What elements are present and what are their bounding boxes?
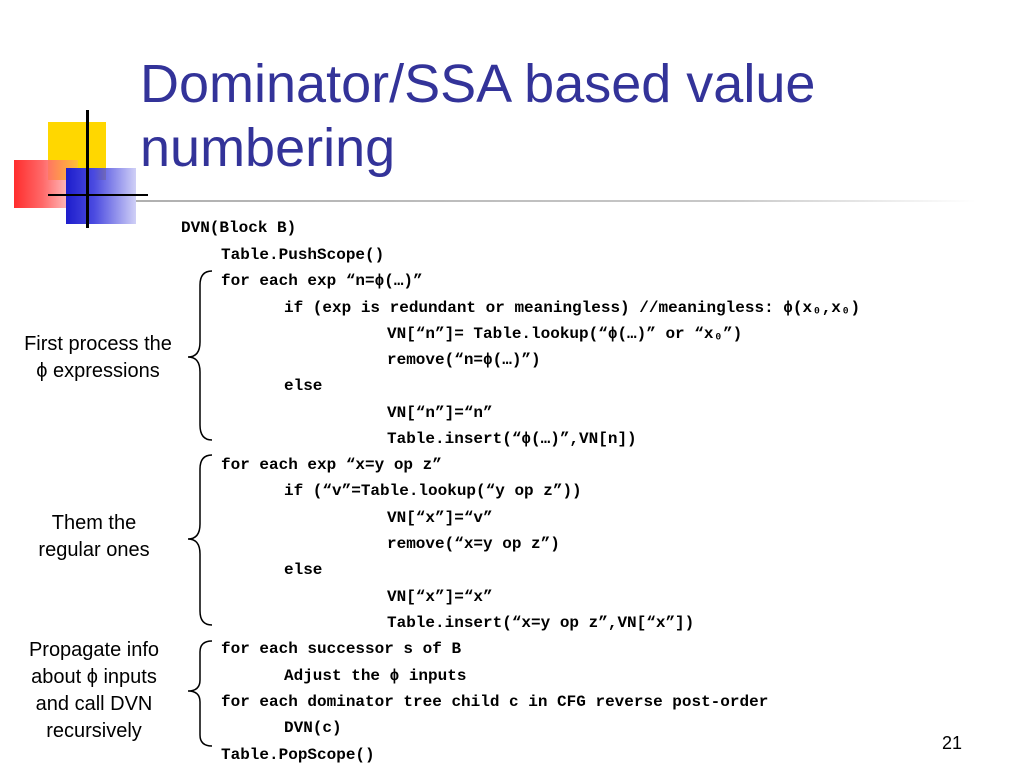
code-line: else <box>284 377 323 395</box>
annotation-line: Them the <box>51 512 137 534</box>
code-line: remove(“x=y op z”) <box>387 535 560 553</box>
code-line: for each dominator tree child c in CFG r… <box>221 693 769 711</box>
annotation-phi-expressions: First process the ϕ expressions <box>8 331 188 385</box>
annotation-line: recursively <box>46 720 142 742</box>
slide-title-line-1: Dominator/SSA based value <box>140 54 816 114</box>
code-line: if (exp is redundant or meaningless) //m… <box>284 299 861 317</box>
decor-horizontal-line <box>48 194 148 196</box>
code-line: if (“v”=Table.lookup(“y op z”)) <box>284 482 582 500</box>
annotation-propagate-info: Propagate info about ϕ inputs and call D… <box>8 637 180 745</box>
code-line: for each exp “x=y op z” <box>221 456 442 474</box>
annotation-line: First process the <box>24 333 172 355</box>
annotation-line: regular ones <box>38 539 150 561</box>
code-line: Table.PushScope() <box>221 246 385 264</box>
code-line: VN[“x”]=“v” <box>387 509 493 527</box>
title-underline <box>136 200 976 202</box>
decor-blue-square <box>66 168 136 224</box>
code-line: VN[“n”]= Table.lookup(“ϕ(…)” or “x₀”) <box>387 325 743 343</box>
slide-title-line-2: numbering <box>140 118 396 178</box>
decor-vertical-line <box>86 110 89 228</box>
code-line: DVN(Block B) <box>181 219 297 237</box>
code-line: Table.PopScope() <box>221 746 375 764</box>
code-line: else <box>284 561 323 579</box>
code-line: for each exp “n=ϕ(…)” <box>221 272 423 290</box>
annotation-regular-ones: Them the regular ones <box>8 510 180 564</box>
annotation-line: Propagate info <box>28 639 160 661</box>
annotation-line: about ϕ inputs <box>31 666 157 688</box>
page-number: 21 <box>941 733 962 753</box>
code-line: VN[“n”]=“n” <box>387 404 493 422</box>
annotation-line: and call DVN <box>35 693 153 715</box>
code-line: Table.insert(“x=y op z”,VN[“x”]) <box>387 614 695 632</box>
code-line: Table.insert(“ϕ(…)”,VN[n]) <box>387 430 637 448</box>
curly-brace-1 <box>187 270 213 441</box>
code-line: VN[“x”]=“x” <box>387 588 493 606</box>
code-line: remove(“n=ϕ(…)”) <box>387 351 541 369</box>
code-line: for each successor s of B <box>221 640 462 658</box>
curly-brace-2 <box>187 454 213 626</box>
code-line: Adjust the ϕ inputs <box>284 667 467 685</box>
slide-title: Dominator/SSA based value numbering <box>140 52 815 180</box>
curly-brace-3 <box>187 640 213 747</box>
annotation-line: ϕ expressions <box>36 360 160 382</box>
code-line: DVN(c) <box>284 719 342 737</box>
